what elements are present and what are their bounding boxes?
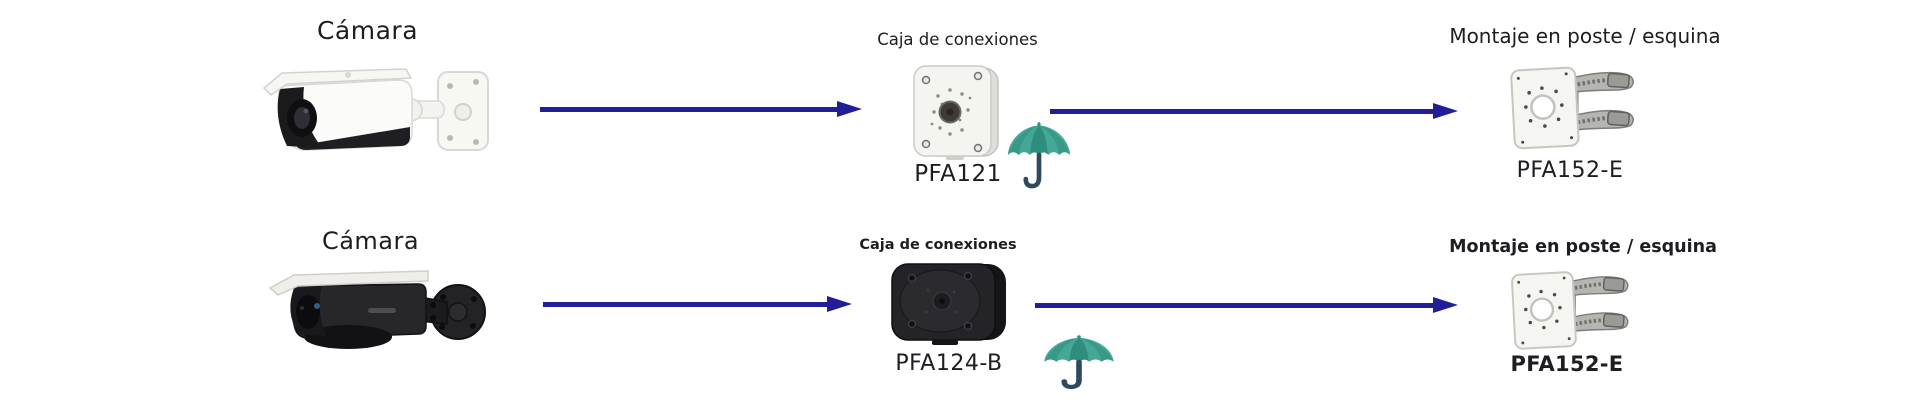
- arrow-head-icon: [837, 101, 862, 117]
- umbrella-icon: [1007, 122, 1071, 189]
- arrow-line: [1035, 302, 1433, 308]
- arrow-line: [540, 106, 837, 112]
- arrow-head-icon: [1433, 103, 1458, 119]
- row2-mount-label: Montaje en poste / esquina: [1449, 237, 1717, 257]
- row1-mount-label: Montaje en poste / esquina: [1449, 24, 1721, 48]
- flow-arrow: [540, 100, 862, 118]
- arrow-line: [1050, 108, 1433, 114]
- arrow-line: [543, 301, 827, 307]
- row1-junction-box-model: PFA121: [914, 161, 1002, 187]
- arrow-head-icon: [827, 296, 852, 312]
- black-junction-box-image: [891, 263, 1006, 345]
- umbrella-icon: [1044, 335, 1114, 390]
- row2-mount-model: PFA152-E: [1510, 352, 1624, 376]
- flow-arrow: [1035, 296, 1458, 314]
- row2-junction-box-model: PFA124-B: [895, 351, 1003, 376]
- row1-camera-label: Cámara: [316, 16, 419, 45]
- pole-corner-mount-image: [1511, 271, 1629, 350]
- black-panoramic-camera-image: [268, 270, 486, 349]
- row1-mount-model: PFA152-E: [1516, 158, 1624, 183]
- row1-junction-box-label: Caja de conexiones: [877, 30, 1038, 49]
- flow-arrow: [1050, 102, 1458, 120]
- white-junction-box-image: [913, 65, 999, 160]
- pole-corner-mount-image: [1510, 66, 1634, 150]
- row2-camera-label: Cámara: [321, 227, 420, 255]
- row2-junction-box-label: Caja de conexiones: [859, 237, 1017, 253]
- white-bullet-camera-image: [262, 68, 489, 151]
- arrow-head-icon: [1433, 297, 1458, 313]
- flow-arrow: [543, 295, 852, 313]
